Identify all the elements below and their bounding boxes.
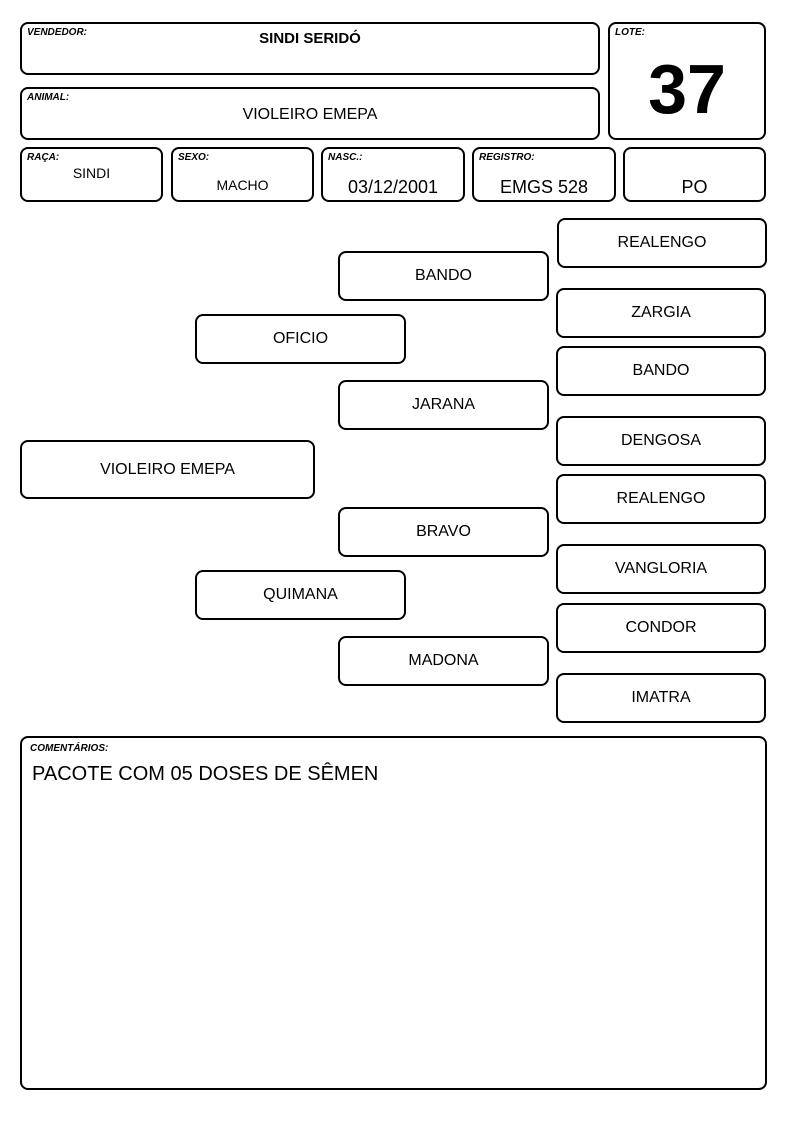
pedigree-animal: VIOLEIRO EMEPA (20, 440, 315, 499)
pedigree-gp-2: JARANA (338, 380, 549, 430)
pedigree-gp-4: MADONA (338, 636, 549, 686)
comments-label: COMENTÁRIOS: (30, 743, 109, 754)
registro-label: REGISTRO: (479, 152, 535, 163)
animal-label: ANIMAL: (27, 92, 70, 103)
raca-label: RAÇA: (27, 152, 60, 163)
pedigree-sire: OFICIO (195, 314, 406, 364)
lote-box: LOTE: 37 (608, 22, 766, 140)
comments-box: COMENTÁRIOS: PACOTE COM 05 DOSES DE SÊME… (20, 736, 767, 1090)
pedigree-ggp-5: REALENGO (556, 474, 766, 524)
pedigree-ggp-2: ZARGIA (556, 288, 766, 338)
tipo-value: PO (681, 177, 708, 197)
sexo-label: SEXO: (178, 152, 210, 163)
vendedor-box: VENDEDOR: SINDI SERIDÓ (20, 22, 600, 75)
nasc-box: NASC.: 03/12/2001 (321, 147, 465, 202)
nasc-label: NASC.: (328, 152, 363, 163)
pedigree-ggp-3: BANDO (556, 346, 766, 396)
comments-text: PACOTE COM 05 DOSES DE SÊMEN (32, 763, 379, 785)
raca-value: SINDI (72, 165, 111, 181)
pedigree-gp-1: BANDO (338, 251, 549, 301)
sexo-value: MACHO (216, 177, 269, 193)
registro-box: REGISTRO: EMGS 528 (472, 147, 616, 202)
pedigree-ggp-6: VANGLORIA (556, 544, 766, 594)
pedigree-ggp-8: IMATRA (556, 673, 766, 723)
animal-box: ANIMAL: VIOLEIRO EMEPA (20, 87, 600, 140)
pedigree-ggp-7: CONDOR (556, 603, 766, 653)
sexo-box: SEXO: MACHO (171, 147, 314, 202)
tipo-box: PO (623, 147, 766, 202)
lote-number: 37 (648, 50, 726, 128)
animal-value: VIOLEIRO EMEPA (242, 106, 378, 123)
pedigree-gp-3: BRAVO (338, 507, 549, 557)
registro-value: EMGS 528 (499, 177, 589, 197)
nasc-value: 03/12/2001 (347, 177, 439, 197)
pedigree-dam: QUIMANA (195, 570, 406, 620)
raca-box: RAÇA: SINDI (20, 147, 163, 202)
vendedor-value: SINDI SERIDÓ (259, 30, 361, 47)
vendedor-label: VENDEDOR: (27, 27, 88, 38)
pedigree-ggp-4: DENGOSA (556, 416, 766, 466)
lote-label: LOTE: (615, 27, 645, 38)
pedigree-ggp-1: REALENGO (557, 218, 767, 268)
